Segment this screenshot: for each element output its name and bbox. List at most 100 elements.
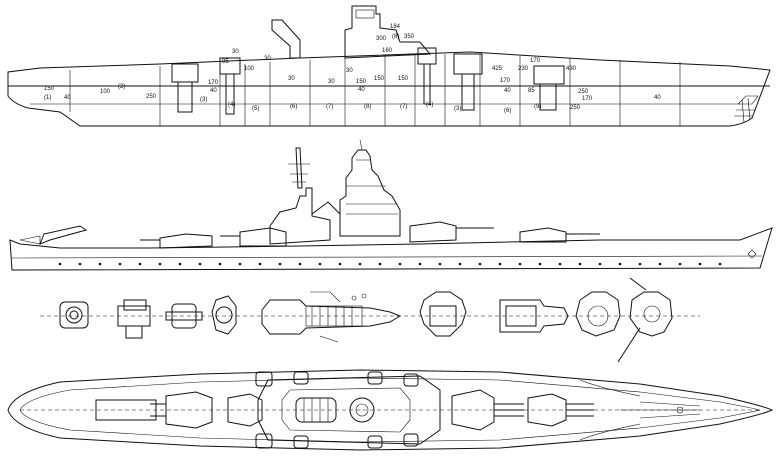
armor-profile-stern-hatch	[734, 95, 759, 123]
armor-label: 40	[210, 88, 217, 94]
armor-label: 170	[500, 78, 511, 84]
armor-label: 100	[100, 89, 111, 95]
detail-plan-6	[499, 299, 569, 333]
deck-plan-turret-fwd-2	[527, 393, 594, 427]
armor-label: 430	[566, 66, 577, 72]
side-aft-superstructure	[269, 187, 331, 245]
armor-label: (2)	[118, 84, 125, 90]
detail-plan-8	[617, 277, 673, 363]
armor-label: 150	[398, 76, 409, 82]
deck-plan-bow-gear	[620, 401, 701, 419]
deck-plan-anchor-chains	[579, 379, 641, 441]
armor-profile-bulkheads	[69, 54, 681, 126]
deck-plan-turret-aft-1	[150, 391, 213, 429]
armor-label: 184	[390, 24, 401, 30]
deck-plan-inner-outline	[19, 377, 761, 443]
deck-plan-superstructure-inner	[281, 387, 411, 433]
side-portholes	[58, 262, 722, 266]
deck-plan-view	[7, 369, 774, 451]
side-turret-aft-1	[159, 233, 213, 249]
deck-plan-turret-aft-2	[227, 393, 263, 427]
side-main-tower	[339, 149, 401, 237]
armor-label: 40	[654, 95, 661, 101]
side-tower-details	[346, 139, 398, 215]
deck-plan-funnel	[295, 397, 337, 423]
armor-label: (9)	[534, 104, 541, 110]
armor-label: (1)	[44, 95, 51, 101]
side-boot-topping	[11, 255, 763, 259]
side-stern-crane	[39, 225, 88, 245]
armor-profile-tower	[344, 5, 432, 59]
deck-plan-funnel-grill	[303, 398, 329, 422]
armor-profile-view: 150 (1) 40 100 (2) 250 (3) 170 40 30 95 …	[7, 5, 771, 127]
side-turret-fwd-1	[409, 221, 457, 243]
side-elevation-view	[9, 139, 773, 271]
armor-label: 30	[232, 49, 239, 55]
deck-plan-secondary-turrets	[255, 371, 419, 449]
deck-plan-tower-inner	[355, 403, 369, 417]
deck-plan-hull-outline	[7, 369, 774, 451]
detail-plans-row	[40, 277, 700, 363]
side-bow-jack	[747, 249, 757, 259]
deck-plan-tower	[349, 397, 375, 423]
armor-label: 250	[570, 105, 581, 111]
armor-label: 100	[244, 66, 255, 72]
armor-label: 95	[222, 59, 229, 65]
armor-label: 425	[492, 66, 503, 72]
detail-plan-1	[59, 301, 89, 329]
detail-plan-4	[211, 295, 237, 335]
armor-label: 85	[528, 88, 535, 94]
armor-label: (3)	[454, 106, 461, 112]
side-hull	[9, 227, 773, 271]
armor-label: 40	[504, 88, 511, 94]
deck-plan-turret-fwd-1	[451, 389, 524, 431]
armor-label: 160	[382, 48, 393, 54]
detail-plan-2	[117, 299, 151, 339]
armor-label: (6)	[290, 104, 297, 110]
side-aft-mast	[295, 147, 303, 189]
armor-label: 30	[288, 76, 295, 82]
armor-label: 30	[328, 79, 335, 85]
armor-label: 350	[404, 34, 415, 40]
side-struts	[311, 201, 341, 215]
armor-label: (6)	[504, 108, 511, 114]
armor-label: 30	[346, 68, 353, 74]
side-turret-aft-2	[239, 227, 287, 247]
armor-profile-tower-top	[355, 9, 375, 19]
detail-plan-5	[419, 291, 467, 337]
armor-label: 170	[582, 96, 593, 102]
armor-label: 40	[64, 95, 71, 101]
detail-plan-deck	[261, 291, 402, 343]
armor-label: 40	[358, 87, 365, 93]
deck-plan-catapult-area	[95, 399, 157, 421]
deck-plan-superstructure	[257, 375, 441, 445]
armor-label: 150	[356, 79, 367, 85]
armor-label: (8)	[392, 34, 399, 40]
deck-plan-capstan	[676, 406, 684, 414]
armor-label: (4)	[228, 102, 235, 108]
armor-label: 250	[146, 94, 157, 100]
armor-label: (4)	[426, 102, 433, 108]
side-aircraft	[19, 235, 41, 245]
armor-label: (5)	[252, 106, 259, 112]
armor-profile-funnel	[271, 19, 301, 59]
armor-label: 150	[44, 86, 55, 92]
armor-label: (7)	[400, 104, 407, 110]
side-aft-mast-yard	[288, 163, 310, 183]
armor-label: (7)	[326, 104, 333, 110]
armor-label: (8)	[364, 104, 371, 110]
detail-plan-3	[165, 303, 203, 329]
armor-label: 30	[264, 56, 271, 62]
armor-label: (3)	[200, 97, 207, 103]
armor-label: 230	[518, 66, 529, 72]
armor-label: 170	[530, 58, 541, 64]
armor-profile-turrets	[171, 47, 565, 115]
armor-profile-deck-line	[7, 51, 771, 127]
armor-label: 300	[376, 36, 387, 42]
armor-label: 150	[374, 76, 385, 82]
detail-plan-7	[575, 291, 621, 337]
side-turret-fwd-2	[519, 227, 567, 243]
armor-label: 250	[578, 89, 589, 95]
armor-label: 170	[208, 80, 219, 86]
